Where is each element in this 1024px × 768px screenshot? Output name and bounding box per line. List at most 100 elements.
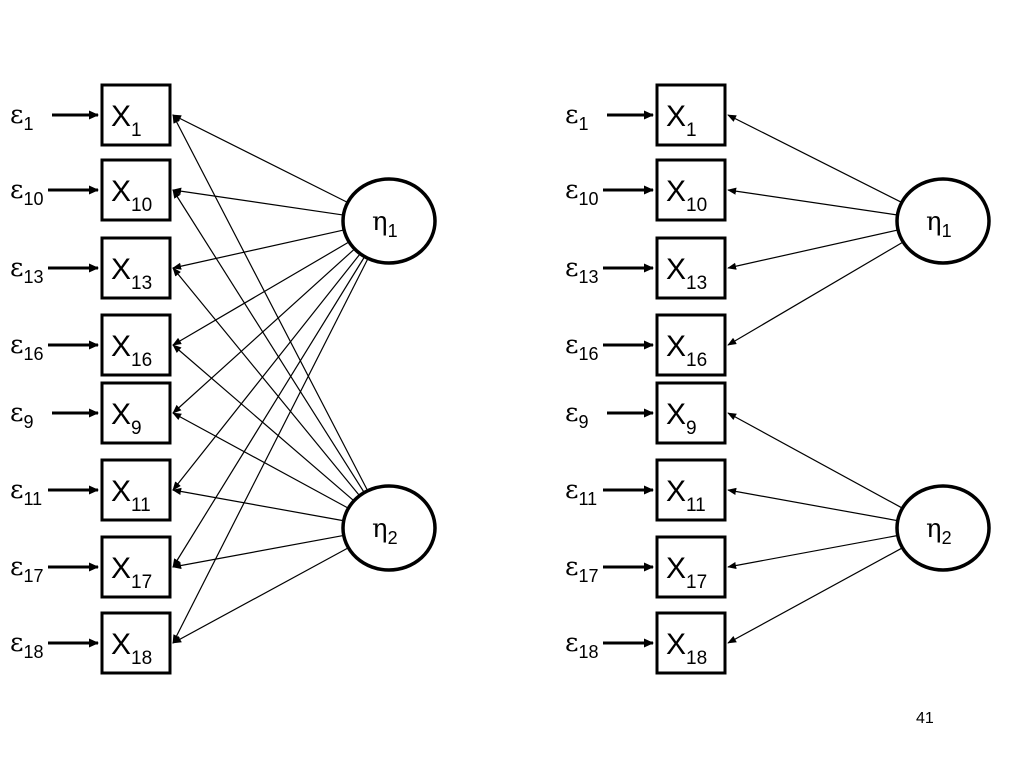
indicator-x11: ε11 X11: [565, 458, 727, 522]
loading-eta2-x13: [172, 267, 361, 497]
latent-eta1: η1: [341, 177, 437, 265]
error-term-13: ε13: [565, 253, 599, 287]
error-term-13: ε13: [10, 253, 44, 287]
indicator-box: [655, 611, 727, 675]
indicator-x13: ε13 X13: [10, 236, 172, 300]
loading-eta1-x1: [727, 114, 903, 203]
loading-eta2-x17: [172, 534, 344, 570]
error-term-1: ε1: [10, 100, 34, 134]
error-term-1: ε1: [565, 100, 589, 134]
indicator-label: X16: [666, 330, 707, 371]
loading-eta1-x9: [172, 248, 356, 414]
indicator-x10: ε10 X10: [565, 158, 727, 222]
loading-eta2-x16: [172, 344, 355, 502]
indicator-box: [655, 535, 727, 599]
latent-circle: [895, 484, 991, 572]
indicator-label: X1: [111, 100, 142, 141]
indicator-x10: ε10 X10: [10, 158, 172, 222]
indicator-label: X9: [111, 398, 142, 439]
latent-label: η2: [926, 514, 952, 548]
error-term-16: ε16: [10, 330, 44, 364]
loading-eta2-x1: [172, 114, 369, 492]
error-term-18: ε18: [565, 628, 599, 662]
indicator-box: [100, 381, 172, 445]
indicator-box: [655, 458, 727, 522]
error-term-11: ε11: [565, 475, 597, 509]
indicator-label: X10: [666, 175, 707, 216]
latent-label: η1: [926, 207, 952, 241]
indicator-label: X18: [111, 628, 152, 669]
indicator-box: [100, 535, 172, 599]
indicator-x16: ε16 X16: [565, 313, 727, 377]
indicator-x17: ε17 X17: [565, 535, 727, 599]
indicator-label: X11: [666, 475, 706, 516]
loading-eta1-x13: [727, 229, 899, 270]
latent-eta2: η2: [895, 484, 991, 572]
loading-eta1-x10: [727, 187, 898, 216]
indicator-box: [655, 313, 727, 377]
indicator-x16: ε16 X16: [10, 313, 172, 377]
page-number: 41: [916, 710, 934, 727]
error-term-17: ε17: [565, 552, 599, 586]
model-left-loadings: [172, 114, 369, 644]
indicator-x18: ε18 X18: [565, 611, 727, 675]
indicator-box: [100, 158, 172, 222]
loading-eta1-x17: [172, 256, 366, 568]
error-term-16: ε16: [565, 330, 599, 364]
model-right-loadings: [727, 114, 904, 644]
indicator-box: [655, 236, 727, 300]
loading-eta2-x18: [727, 547, 903, 644]
latent-label: η2: [372, 514, 398, 548]
loading-eta2-x10: [172, 189, 365, 493]
indicator-x9: ε9 X9: [565, 381, 727, 445]
loading-eta1-x13: [172, 229, 345, 270]
indicator-label: X1: [666, 100, 697, 141]
indicator-label: X17: [111, 552, 152, 593]
indicator-box: [100, 458, 172, 522]
loading-eta1-x10: [172, 187, 344, 216]
indicator-box: [655, 83, 727, 147]
indicator-label: X9: [666, 398, 697, 439]
latent-label: η1: [372, 207, 398, 241]
loading-eta2-x11: [172, 487, 344, 522]
indicator-label: X11: [111, 475, 151, 516]
latent-circle: [341, 484, 437, 572]
indicator-x17: ε17 X17: [10, 535, 172, 599]
latent-eta1: η1: [895, 177, 991, 265]
loading-eta1-x16: [172, 241, 350, 346]
loading-eta2-x17: [727, 534, 898, 570]
indicator-box: [100, 313, 172, 377]
indicator-label: X16: [111, 330, 152, 371]
error-term-10: ε10: [565, 175, 599, 209]
loading-eta2-x9: [727, 412, 903, 509]
indicator-box: [655, 158, 727, 222]
indicator-box: [100, 83, 172, 147]
indicator-x1: ε1 X1: [565, 83, 727, 147]
indicator-x13: ε13 X13: [565, 236, 727, 300]
indicator-box: [100, 611, 172, 675]
loading-eta1-x1: [172, 114, 348, 204]
latent-eta2: η2: [341, 484, 437, 572]
indicator-label: X17: [666, 552, 707, 593]
error-term-9: ε9: [10, 398, 34, 432]
indicator-label: X13: [666, 253, 707, 294]
loading-eta1-x18: [172, 258, 369, 644]
error-term-9: ε9: [565, 398, 589, 432]
indicator-x9: ε9 X9: [10, 381, 172, 445]
loading-eta1-x16: [727, 241, 904, 346]
indicator-label: X13: [111, 253, 152, 294]
loading-eta2-x18: [172, 547, 349, 644]
error-term-10: ε10: [10, 175, 44, 209]
indicator-x1: ε1 X1: [10, 83, 172, 147]
loading-eta2-x11: [727, 487, 898, 522]
indicator-label: X18: [666, 628, 707, 669]
indicator-label: X10: [111, 175, 152, 216]
latent-circle: [341, 177, 437, 265]
indicator-box: [100, 236, 172, 300]
error-term-17: ε17: [10, 552, 44, 586]
